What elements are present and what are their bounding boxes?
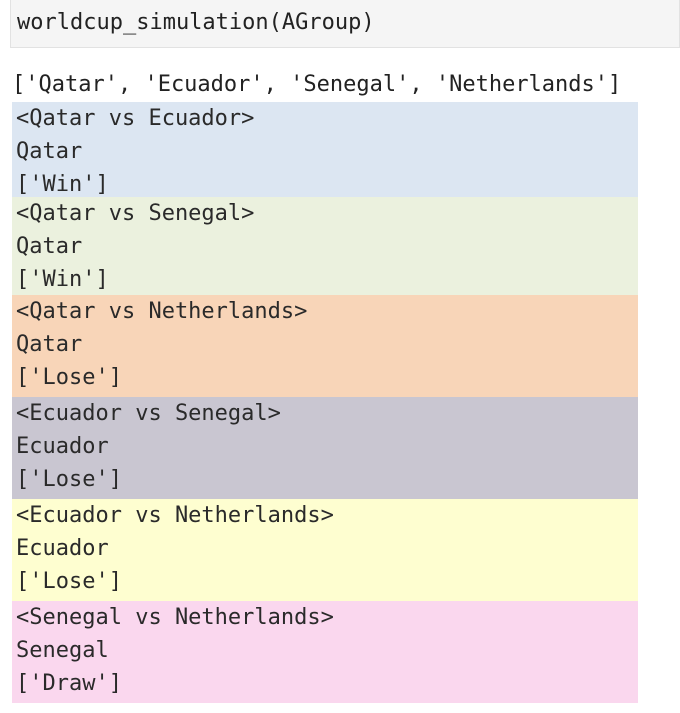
- match-header: <Ecuador vs Senegal>: [16, 401, 281, 426]
- match-block-3: <Qatar vs Netherlands> Qatar ['Lose']: [12, 295, 638, 397]
- match-team: Ecuador: [16, 434, 109, 459]
- match-header: <Qatar vs Netherlands>: [16, 299, 308, 324]
- match-block-4: <Ecuador vs Senegal> Ecuador ['Lose']: [12, 397, 638, 499]
- code-input-cell[interactable]: worldcup_simulation(AGroup): [10, 0, 680, 48]
- teams-list-output: ['Qatar', 'Ecuador', 'Senegal', 'Netherl…: [12, 72, 622, 97]
- match-team: Ecuador: [16, 536, 109, 561]
- match-team: Qatar: [16, 234, 83, 259]
- match-header: <Ecuador vs Netherlands>: [16, 503, 334, 528]
- match-result: ['Lose']: [16, 467, 122, 492]
- match-block-1: <Qatar vs Ecuador> Qatar ['Win']: [12, 102, 638, 204]
- match-result: ['Draw']: [16, 671, 122, 696]
- match-header: <Senegal vs Netherlands>: [16, 605, 334, 630]
- match-header: <Qatar vs Ecuador>: [16, 106, 255, 131]
- match-team: Senegal: [16, 638, 109, 663]
- match-team: Qatar: [16, 139, 83, 164]
- match-result: ['Lose']: [16, 365, 122, 390]
- match-block-6: <Senegal vs Netherlands> Senegal ['Draw'…: [12, 601, 638, 703]
- match-block-2: <Qatar vs Senegal> Qatar ['Win']: [12, 197, 638, 299]
- match-result: ['Lose']: [16, 569, 122, 594]
- match-result: ['Win']: [16, 172, 109, 197]
- match-team: Qatar: [16, 332, 83, 357]
- match-header: <Qatar vs Senegal>: [16, 201, 255, 226]
- match-block-5: <Ecuador vs Netherlands> Ecuador ['Lose'…: [12, 499, 638, 601]
- match-result: ['Win']: [16, 267, 109, 292]
- code-input-text[interactable]: worldcup_simulation(AGroup): [17, 10, 375, 35]
